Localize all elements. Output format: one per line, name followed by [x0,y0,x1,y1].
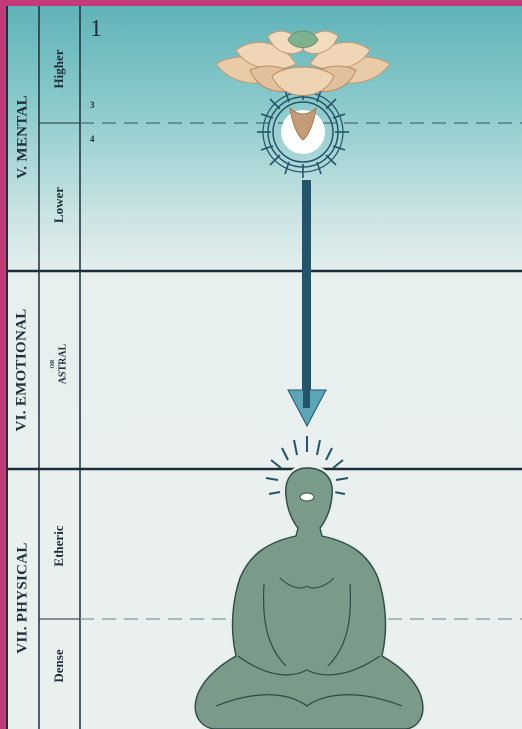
plane-label-mental: V. MENTAL [15,95,32,179]
subplane-label-higher: Higher [51,50,67,89]
lotus-icon [216,31,390,140]
down-arrow-icon [288,180,326,426]
subplane-label-dense: Dense [51,649,67,682]
plane-label-physical: VII. PHYSICAL [15,542,32,653]
planes-diagram: V. MENTAL VI. EMOTIONAL VII. PHYSICAL OR… [6,6,522,729]
plane-connector-or: OR [50,360,56,369]
plane-label-astral: ASTRAL [58,344,69,385]
subplane-number-3: 3 [90,100,95,110]
subplane-label-etheric: Etheric [51,525,67,566]
diagram-graphics [6,6,522,729]
subplane-number-4: 4 [90,134,95,144]
meditating-figure-icon [195,468,423,729]
subplane-number-1: 1 [90,16,102,43]
plane-label-emotional: VI. EMOTIONAL [14,308,31,431]
subplane-label-lower: Lower [51,187,67,223]
